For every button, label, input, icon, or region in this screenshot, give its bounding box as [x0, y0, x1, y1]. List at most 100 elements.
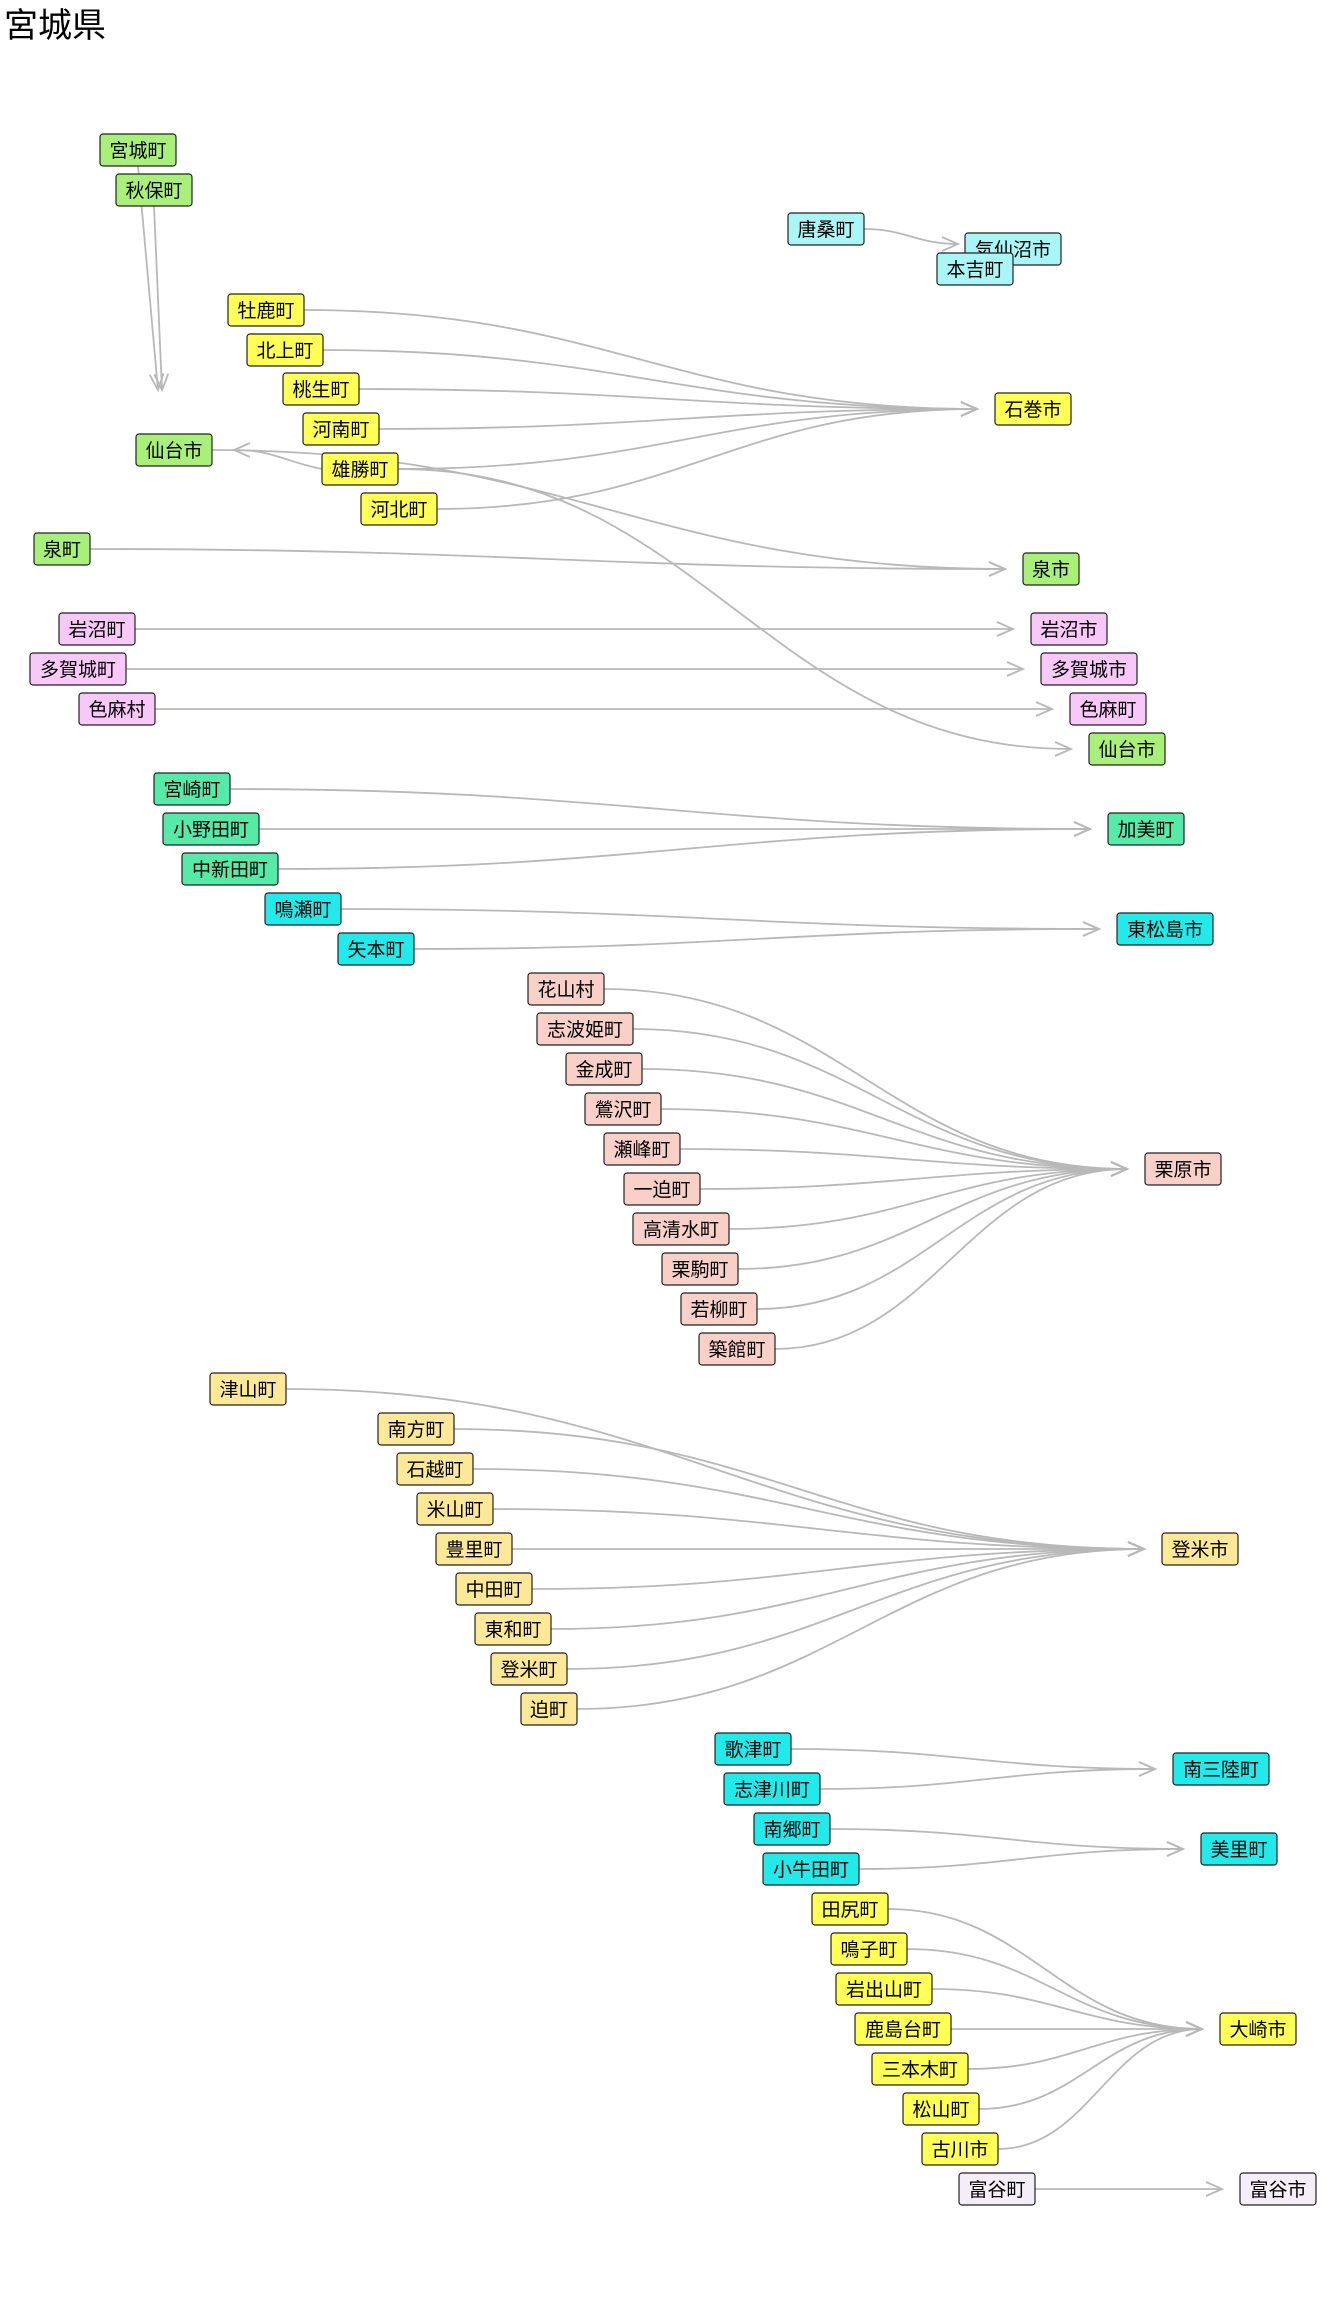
node-label: 中新田町 — [192, 859, 268, 881]
edge-takashimizu-kurihara — [728, 1168, 1128, 1230]
node-izumi_t: 泉町 — [33, 532, 91, 566]
node-karakuwa: 唐桑町 — [787, 212, 865, 246]
node-box — [994, 392, 1072, 426]
edge-matsuyama-osaki — [978, 2028, 1203, 2110]
edge-arrowhead — [1166, 1841, 1186, 1857]
edge-kanan-ishinomaki — [378, 408, 978, 430]
edge-ogatsu-sendai_r — [397, 468, 1072, 750]
node-label: 岩沼町 — [68, 619, 125, 641]
node-box — [135, 433, 213, 467]
node-shiwahime: 志波姫町 — [536, 1012, 634, 1046]
edge-nakada-tome_c — [531, 1548, 1145, 1590]
node-box — [264, 892, 342, 926]
edge-wakayanagi-kurihara — [756, 1168, 1128, 1310]
node-label: 加美町 — [1117, 819, 1174, 841]
node-label: 若柳町 — [690, 1299, 747, 1321]
edge-arrowhead — [1054, 741, 1074, 757]
node-furukawa: 古川市 — [921, 2132, 999, 2166]
edge-kannari-kurihara — [641, 1068, 1128, 1170]
node-box — [1107, 812, 1185, 846]
edge-arrowhead — [153, 373, 170, 393]
nodes-layer: 宮城町秋保町仙台市泉町泉市仙台市唐桑町気仙沼市本吉町牡鹿町北上町桃生町河南町雄勝… — [29, 133, 1317, 2206]
node-motoyoshi: 本吉町 — [936, 252, 1014, 286]
node-label: 金成町 — [575, 1059, 632, 1081]
node-label: 富谷市 — [1249, 2179, 1306, 2201]
node-ishikoshi: 石越町 — [396, 1452, 474, 1486]
node-box — [1172, 1752, 1270, 1786]
node-box — [854, 2012, 952, 2046]
node-label: 仙台市 — [145, 440, 202, 462]
edge-yamoto-higashimatsushima — [413, 928, 1100, 950]
node-monou: 桃生町 — [282, 372, 360, 406]
node-label: 鶯沢町 — [594, 1099, 651, 1121]
edge-arrowhead — [941, 236, 961, 252]
node-kannari: 金成町 — [565, 1052, 643, 1086]
node-label: 志波姫町 — [547, 1019, 623, 1041]
edge-ichihasama-kurihara — [699, 1168, 1128, 1190]
node-box — [282, 372, 360, 406]
node-box — [33, 532, 91, 566]
node-label: 宮崎町 — [163, 779, 220, 801]
node-box — [153, 772, 231, 806]
edge-kogota-misato — [858, 1848, 1184, 1870]
node-label: 鳴瀬町 — [274, 899, 331, 921]
node-toyoma: 豊里町 — [435, 1532, 513, 1566]
node-label: 牡鹿町 — [237, 300, 294, 322]
node-box — [99, 133, 177, 167]
node-nakaniida: 中新田町 — [181, 852, 279, 886]
edge-furukawa-osaki — [997, 2028, 1203, 2150]
node-label: 志津川町 — [734, 1779, 810, 1801]
node-semine: 瀬峰町 — [603, 1132, 681, 1166]
edge-arrowhead — [1138, 1761, 1158, 1777]
node-box — [1088, 732, 1166, 766]
node-miyazaki: 宮崎町 — [153, 772, 231, 806]
edge-arrowhead — [1073, 821, 1093, 837]
node-box — [762, 1852, 860, 1886]
edge-nango-misato — [829, 1828, 1184, 1850]
node-box — [565, 1052, 643, 1086]
node-label: 栗原市 — [1154, 1159, 1211, 1181]
node-tagajo_t: 多賀城町 — [29, 652, 127, 686]
edge-ogatsu-ishinomaki — [397, 408, 978, 470]
node-tome_t: 登米町 — [490, 1652, 568, 1686]
node-label: 本吉町 — [946, 259, 1003, 281]
node-box — [490, 1652, 568, 1686]
node-wakayanagi: 若柳町 — [680, 1292, 758, 1326]
node-label: 米山町 — [426, 1499, 483, 1521]
node-label: 花山村 — [537, 979, 594, 1001]
node-box — [29, 652, 127, 686]
node-box — [1161, 1532, 1239, 1566]
node-miyagi: 宮城町 — [99, 133, 177, 167]
node-kanan: 河南町 — [302, 412, 380, 446]
node-label: 岩出山町 — [846, 1979, 922, 2001]
node-shizugawa: 志津川町 — [723, 1772, 821, 1806]
node-label: 秋保町 — [125, 180, 182, 202]
node-label: 桃生町 — [292, 379, 349, 401]
node-sendai_r: 仙台市 — [1088, 732, 1166, 766]
edge-shizugawa-minamisanriku — [819, 1768, 1156, 1790]
node-label: 多賀城町 — [40, 659, 116, 681]
node-box — [1239, 2172, 1317, 2206]
node-label: 河南町 — [312, 419, 369, 441]
node-tome_c: 登米市 — [1161, 1532, 1239, 1566]
node-box — [435, 1532, 513, 1566]
edge-tajiri-osaki — [887, 1908, 1203, 2030]
page-title: 宮城県 — [4, 6, 106, 46]
node-kurihara: 栗原市 — [1144, 1152, 1222, 1186]
node-label: 登米市 — [1171, 1539, 1228, 1561]
node-label: 矢本町 — [347, 939, 404, 961]
node-box — [936, 252, 1014, 286]
node-label: 小野田町 — [173, 819, 249, 841]
node-sanbongi: 三本木町 — [871, 2052, 969, 2086]
edge-arrowhead — [1082, 921, 1102, 937]
edge-kitakami-ishinomaki — [322, 349, 978, 410]
edge-oshika-ishinomaki — [303, 309, 978, 410]
edge-izumi_t-izumi_c — [89, 548, 1006, 570]
edge-miyazaki-kami — [229, 788, 1091, 830]
edge-arrowhead — [1185, 2021, 1205, 2037]
node-box — [1030, 612, 1108, 646]
node-label: 豊里町 — [445, 1539, 502, 1561]
node-towa: 東和町 — [474, 1612, 552, 1646]
node-label: 築館町 — [708, 1339, 765, 1361]
